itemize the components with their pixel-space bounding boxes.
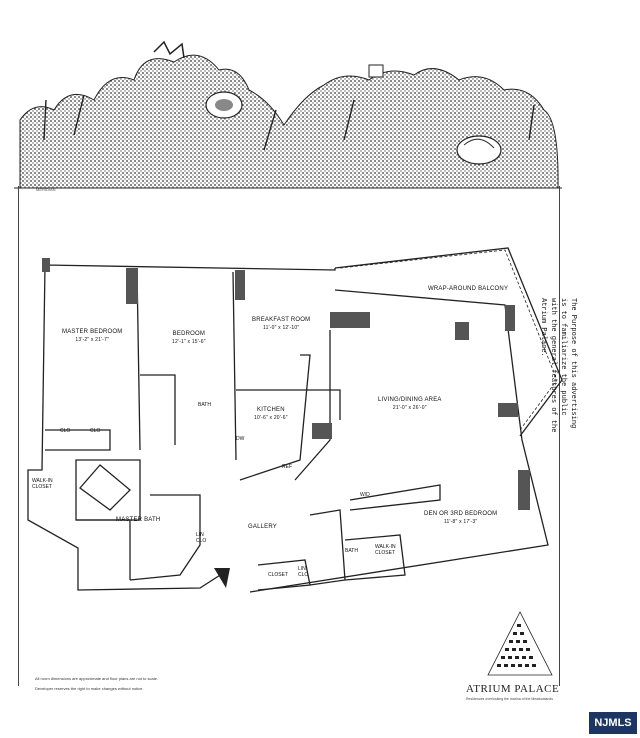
room-master-bath-name: MASTER BATH (116, 517, 161, 523)
label-bath-2: BATH (345, 548, 358, 554)
room-den: DEN OR 3RD BEDROOM 11'-8" x 17'-3" (424, 510, 497, 526)
label-dw: DW (236, 436, 245, 442)
label-walkin-closet: WALK-IN CLOSET (32, 478, 53, 490)
label-walkin-closet-2: WALK-IN CLOSET (375, 544, 396, 556)
label-ref: REF (282, 464, 292, 470)
advertising-note-line-3: with the general features of the (549, 298, 557, 433)
brand-subtitle: Residences overlooking the marina of the… (466, 697, 553, 701)
label-lin-clo: LIN CLO (196, 532, 207, 544)
jungle-illustration (14, 40, 562, 189)
room-bedroom-name: BEDROOM (172, 331, 206, 337)
room-breakfast-name: BREAKFAST ROOM (252, 317, 311, 323)
room-gallery-name: GALLERY (248, 524, 277, 530)
room-kitchen: KITCHEN 10'-6" x 20'-6" (254, 406, 288, 422)
room-living-dining: LIVING/DINING AREA 21'-0" x 26'-0" (378, 396, 442, 412)
room-bedroom: BEDROOM 12'-1" x 15'-6" (172, 330, 206, 346)
room-bedroom-dims: 12'-1" x 15'-6" (172, 339, 206, 345)
brand-name: ATRIUM PALACE (466, 683, 560, 695)
advertising-note-line-4: Atrium Palace. (539, 298, 547, 357)
room-gallery: GALLERY (248, 523, 277, 531)
njmls-badge: NJMLS (589, 712, 637, 734)
label-clo-2: CLO (90, 428, 101, 434)
disclaimer-footnote-2: Developer reserves the right to make cha… (35, 686, 144, 691)
label-wd: W/D (360, 492, 370, 498)
room-living-dining-name: LIVING/DINING AREA (378, 397, 442, 403)
advertising-note-line-1: The Purpose of this advertising (569, 298, 577, 429)
label-bath: BATH (198, 402, 211, 408)
label-closet: CLOSET (268, 572, 289, 578)
room-wrap-balcony-name: WRAP-AROUND BALCONY (428, 286, 509, 292)
room-wrap-balcony: WRAP-AROUND BALCONY (428, 285, 508, 293)
plan-sheet (18, 186, 560, 686)
top-small-text: MERIDIAN (36, 187, 56, 192)
room-master-bedroom-dims: 13'-2" x 21'-7" (75, 337, 110, 343)
room-breakfast-dims: 11'-0" x 12'-10" (263, 325, 300, 331)
label-clo-1: CLO (60, 428, 71, 434)
advertising-note: The Purpose of this advertising is to fa… (538, 298, 578, 498)
room-master-bedroom: MASTER BEDROOM 13'-2" x 21'-7" (62, 328, 122, 344)
room-kitchen-dims: 10'-6" x 20'-6" (254, 415, 288, 421)
atrium-logo (487, 611, 553, 676)
room-master-bath: MASTER BATH (116, 516, 160, 524)
disclaimer-footnote: All room dimensions are approximate and … (35, 676, 158, 681)
room-den-name: DEN OR 3RD BEDROOM (424, 511, 498, 517)
advertising-note-line-2: is to familiarize the public (559, 298, 567, 416)
room-den-dims: 11'-8" x 17'-3" (443, 519, 478, 525)
label-lin-clo-2: LIN CLO (298, 566, 309, 578)
room-breakfast: BREAKFAST ROOM 11'-0" x 12'-10" (252, 316, 310, 332)
room-living-dining-dims: 21'-0" x 26'-0" (392, 405, 427, 411)
room-master-bedroom-name: MASTER BEDROOM (62, 329, 123, 335)
room-kitchen-name: KITCHEN (257, 407, 285, 413)
